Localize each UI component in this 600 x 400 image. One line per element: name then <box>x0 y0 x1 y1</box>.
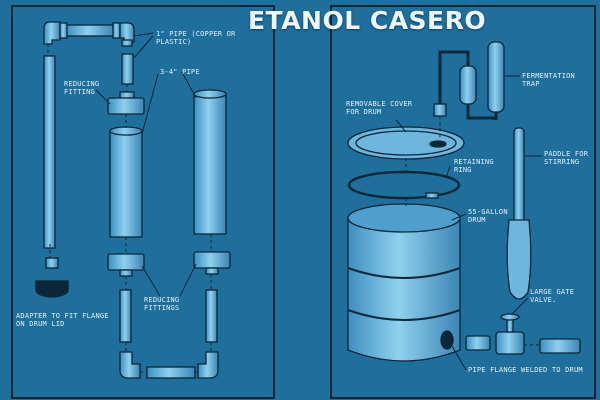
label-drum: 55-GALLON DRUM <box>468 208 508 224</box>
reducing-fitting-lower-left <box>107 253 145 271</box>
page-title: ETANOL CASERO <box>248 6 487 35</box>
valve-body <box>495 331 525 355</box>
drum-body <box>347 217 461 362</box>
label-removable-cover: REMOVABLE COVER FOR DRUM <box>346 100 413 116</box>
leader-3-4in-pipe-b <box>181 71 197 99</box>
lower-pipe-right <box>205 289 218 343</box>
top-elbow-left <box>43 21 61 45</box>
reducing-fitting-lower-right <box>193 251 231 269</box>
large-pipe-right <box>193 93 227 235</box>
bottom-horizontal-pipe <box>146 366 196 379</box>
reducing-fitting-top-nipple <box>119 91 135 99</box>
adapter-body <box>35 280 69 292</box>
leader-removable-cover <box>395 119 407 133</box>
top-elbow-right <box>119 22 135 43</box>
drum-flange <box>440 330 454 350</box>
large-pipe-left-top <box>109 126 143 136</box>
adapter-nipple <box>45 257 59 269</box>
drum-hoop-1 <box>347 267 461 279</box>
label-paddle: PADDLE FOR STIRRING <box>544 150 589 166</box>
drum-hoop-2 <box>347 309 461 321</box>
leader-reducing-fitting <box>95 89 111 105</box>
large-pipe-left <box>109 130 143 238</box>
leader-gate-valve <box>511 297 529 315</box>
short-1in-pipe <box>121 53 134 85</box>
large-pipe-right-top <box>193 89 227 99</box>
top-horizontal-pipe <box>65 24 115 37</box>
label-reducing-fitting: REDUCING FITTING <box>64 80 100 96</box>
right-panel-frame <box>330 5 596 399</box>
valve-pipe-right <box>539 338 581 354</box>
long-vertical-pipe <box>43 55 56 249</box>
label-reducing-fittings: REDUCING FITTINGS <box>144 296 180 312</box>
trap-fitting <box>433 103 447 117</box>
drum-cover-port <box>429 140 447 148</box>
top-coupler-left <box>59 22 68 39</box>
label-gate-valve: LARGE GATE VALVE. <box>530 288 575 304</box>
valve-pipe-left <box>465 335 491 351</box>
leader-1in-pipe-a <box>133 32 154 37</box>
leader-1in-pipe-b <box>133 35 154 59</box>
valve-handwheel <box>500 313 520 321</box>
trap-bulb-right <box>487 41 505 113</box>
reducing-fitting-top <box>107 97 145 115</box>
bottom-elbow-left <box>119 351 141 379</box>
lower-pipe-left <box>119 289 132 343</box>
retaining-ring <box>347 170 461 200</box>
label-1in-pipe: 1" PIPE (COPPER OR PLASTIC) <box>156 30 236 46</box>
label-retaining-ring: RETAINING RING <box>454 158 494 174</box>
leader-reducing-fittings-b <box>179 263 197 297</box>
reducing-fitting-lower-left-nipple <box>119 269 133 277</box>
leader-3-4in-pipe-a <box>141 73 159 135</box>
trap-tube <box>438 50 498 120</box>
label-adapter: ADAPTER TO FIT FLANGE ON DRUM LID <box>16 312 109 328</box>
paddle-blade <box>506 219 532 300</box>
leader-reducing-fittings-a <box>141 265 161 297</box>
label-3-4in-pipe: 3-4" PIPE <box>160 68 200 76</box>
label-fermentation-trap: FERMENTATION TRAP <box>522 72 575 88</box>
trap-bulb-left <box>459 65 477 105</box>
drum-top <box>347 203 461 233</box>
bottom-elbow-right <box>197 351 219 379</box>
drum-cover-rim <box>355 130 457 156</box>
left-panel-frame <box>11 5 275 399</box>
top-elbow-stub <box>121 39 133 47</box>
leader-drum <box>451 213 467 221</box>
label-pipe-flange: PIPE FLANGE WELDED TO DRUM <box>468 366 583 374</box>
leader-pipe-flange <box>451 345 467 371</box>
reducing-fitting-lower-right-nipple <box>205 267 219 275</box>
top-coupler-right <box>112 22 121 39</box>
ring-clamp <box>425 192 439 199</box>
leader-retaining-ring <box>445 165 451 179</box>
